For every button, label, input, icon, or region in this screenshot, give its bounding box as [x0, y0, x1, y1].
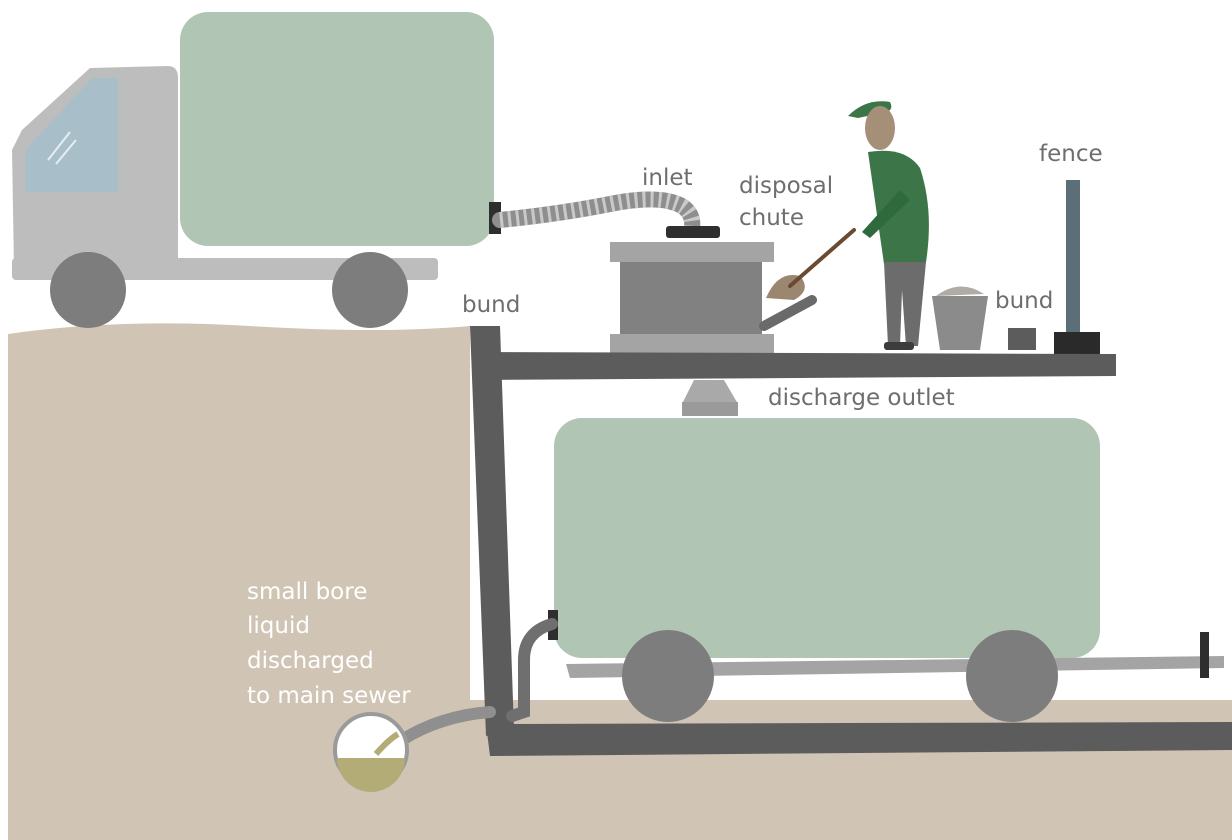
worker-boot [884, 342, 914, 350]
trailer-hitch [1200, 632, 1209, 678]
trailer-bed [566, 656, 1224, 678]
truck-wheel-front [50, 252, 126, 328]
discharge-outlet [682, 380, 738, 404]
trailer-wheel-front [622, 630, 714, 722]
discharge-outlet-collar [682, 402, 738, 416]
disposal-unit [610, 226, 817, 354]
truck [12, 12, 501, 328]
bucket-body [932, 296, 988, 350]
bund-structure [470, 326, 1232, 756]
truck-wheel-rear [332, 252, 408, 328]
inlet-cap [666, 226, 720, 238]
small-bore-pipe-upper [506, 618, 558, 722]
small-block [1008, 328, 1036, 350]
inlet-label: inlet [642, 165, 693, 191]
hose-ribbing [499, 191, 701, 230]
bund-left-label: bund [462, 292, 521, 318]
fence-base [1054, 332, 1100, 354]
ground [8, 323, 470, 840]
bund-right-label: bund [995, 288, 1054, 314]
unit-body [620, 262, 762, 336]
disposal-chute-tray [759, 295, 817, 331]
worker [788, 101, 929, 350]
bund-floor [486, 722, 1232, 756]
sewer-liquid [337, 758, 405, 792]
shovel-handle [788, 228, 856, 288]
unit-bottom-flange [610, 334, 774, 354]
trailer-tank [554, 418, 1100, 658]
bucket [932, 286, 988, 350]
fence-label: fence [1039, 141, 1103, 167]
trailer-wheel-rear [966, 630, 1058, 722]
worker-legs [884, 262, 926, 346]
trailer [548, 418, 1224, 722]
disposal-chute-label-line2: chute [739, 205, 804, 231]
windscreen-glare [47, 131, 77, 165]
worker-arm [862, 190, 910, 238]
small-bore-label-line2: liquid [247, 613, 310, 639]
small-bore-label-line1: small bore [247, 579, 368, 605]
sewer-inflow [373, 731, 400, 756]
small-bore-label-line3: discharged [247, 648, 374, 674]
discharge-outlet-label: discharge outlet [768, 385, 955, 411]
bucket-contents [936, 286, 984, 296]
unit-top-flange [610, 242, 774, 262]
main-sewer [333, 712, 409, 792]
small-bore-pipe-lower [396, 706, 496, 746]
fence-post [1066, 180, 1080, 336]
truck-windscreen [25, 78, 118, 192]
bund-left-wall [470, 326, 514, 736]
bund-platform [474, 352, 1116, 380]
small-bore-label-line4: to main sewer [247, 683, 411, 709]
ground-right [470, 700, 1232, 840]
disposal-chute-label-line1: disposal [739, 173, 834, 199]
worker-cap [848, 101, 892, 118]
truck-tank [180, 12, 494, 246]
worker-head [865, 106, 895, 150]
